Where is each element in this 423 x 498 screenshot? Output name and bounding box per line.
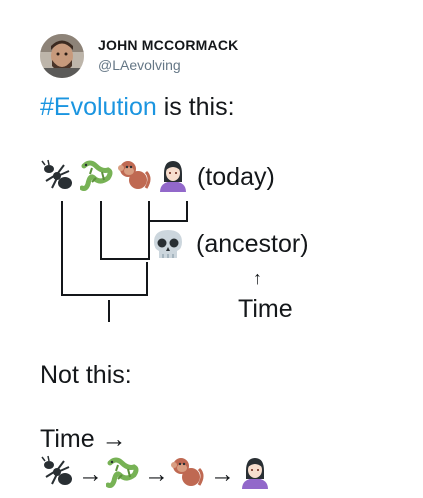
today-label: (today) bbox=[197, 163, 275, 191]
monkey-icon bbox=[118, 158, 152, 192]
sequence-arrow: → bbox=[144, 460, 169, 488]
monkey-lineage-line bbox=[148, 201, 150, 222]
avatar[interactable] bbox=[40, 34, 84, 78]
hashtag-link[interactable]: #Evolution bbox=[40, 93, 157, 121]
author-handle[interactable]: @LAevolving bbox=[98, 57, 181, 73]
root-stem-line bbox=[108, 300, 110, 322]
woman-icon bbox=[238, 455, 272, 489]
time-up-arrow: ↑ bbox=[253, 268, 262, 288]
primate-stem-line bbox=[148, 222, 150, 260]
ant-lineage-line bbox=[61, 201, 63, 296]
skull-icon bbox=[151, 227, 185, 261]
sequence-arrow: → bbox=[78, 460, 103, 488]
time-right-text: Time → bbox=[40, 425, 127, 453]
lizard-icon bbox=[106, 455, 140, 489]
woman-lineage-line bbox=[186, 201, 188, 222]
ancestor-label: (ancestor) bbox=[196, 230, 309, 258]
profile-photo-icon bbox=[40, 34, 84, 78]
sequence-arrow: → bbox=[210, 460, 235, 488]
vertebrate-join-line bbox=[100, 258, 150, 260]
lizard-icon bbox=[80, 158, 114, 192]
intro-text: is this: bbox=[156, 93, 235, 121]
author-name[interactable]: JOHN MCCORMACK bbox=[98, 37, 239, 53]
vertebrate-stem-line bbox=[146, 262, 148, 296]
primate-join-line bbox=[148, 220, 188, 222]
lizard-lineage-line bbox=[100, 201, 102, 260]
intro-line: #Evolution is this: bbox=[40, 93, 235, 121]
time-label: Time bbox=[238, 295, 293, 323]
ant-icon bbox=[40, 455, 74, 489]
ant-icon bbox=[40, 159, 74, 193]
woman-icon bbox=[156, 158, 190, 192]
root-join-line bbox=[61, 294, 148, 296]
not-this-text: Not this: bbox=[40, 361, 132, 389]
monkey-icon bbox=[171, 455, 205, 489]
